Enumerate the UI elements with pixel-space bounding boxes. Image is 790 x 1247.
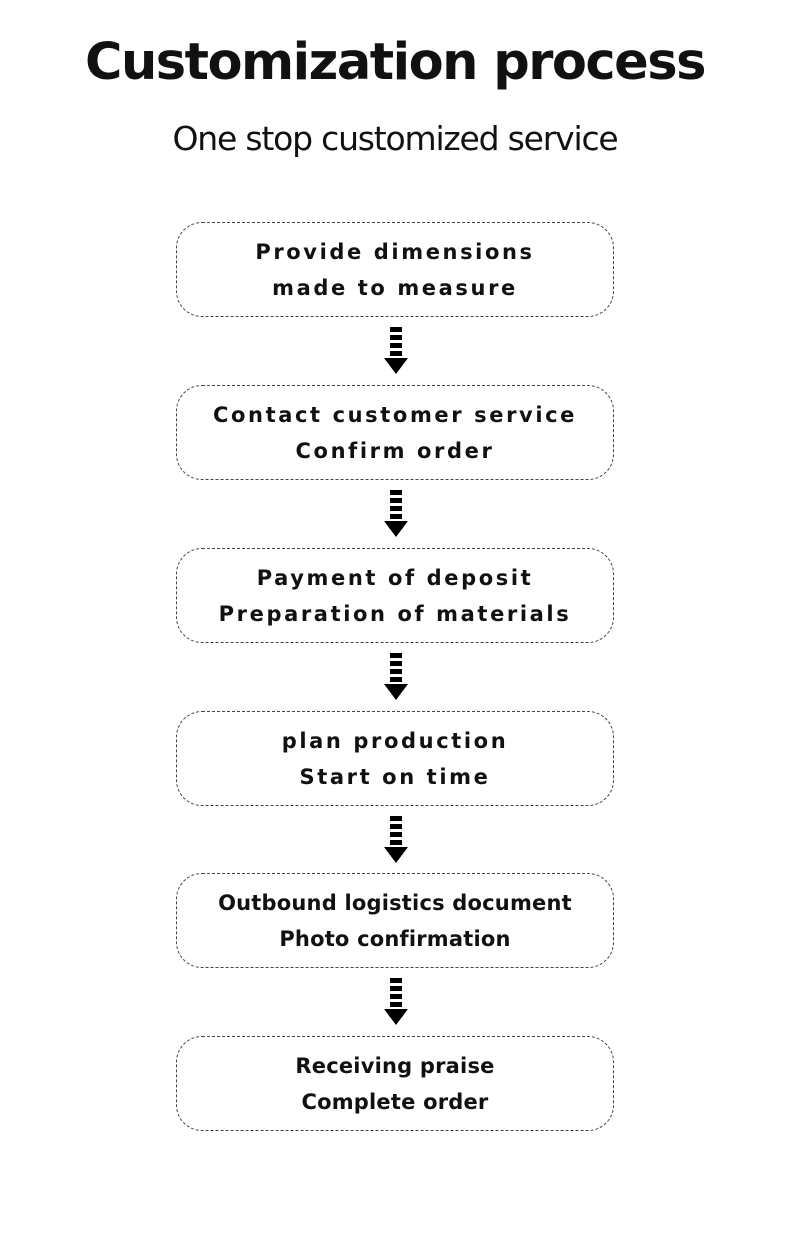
step-2-line-1: Contact customer service [212, 402, 578, 427]
down-arrow-icon [384, 816, 408, 863]
page-subtitle: One stop customized service [172, 119, 618, 158]
step-box-1: Provide dimensions made to measure [176, 222, 614, 317]
step-box-6: Receiving praise Complete order [176, 1036, 614, 1131]
step-4-line-2: Start on time [299, 764, 491, 789]
down-arrow-icon [384, 978, 408, 1025]
step-3-line-1: Payment of deposit [256, 565, 534, 590]
step-5-line-2: Photo confirmation [279, 926, 511, 951]
step-3-line-2: Preparation of materials [218, 601, 572, 626]
step-6-line-2: Complete order [301, 1089, 489, 1114]
step-box-2: Contact customer service Confirm order [176, 385, 614, 480]
step-1-line-2: made to measure [272, 275, 518, 300]
step-box-5: Outbound logistics document Photo confir… [176, 873, 614, 968]
step-1-line-1: Provide dimensions [255, 239, 535, 264]
step-box-3: Payment of deposit Preparation of materi… [176, 548, 614, 643]
step-2-line-2: Confirm order [295, 438, 495, 463]
page-title: Customization process [85, 33, 706, 92]
step-6-line-1: Receiving praise [295, 1053, 495, 1078]
down-arrow-icon [384, 653, 408, 700]
step-4-line-1: plan production [281, 728, 509, 753]
down-arrow-icon [384, 490, 408, 537]
step-box-4: plan production Start on time [176, 711, 614, 806]
step-5-line-1: Outbound logistics document [218, 890, 572, 915]
down-arrow-icon [384, 327, 408, 374]
